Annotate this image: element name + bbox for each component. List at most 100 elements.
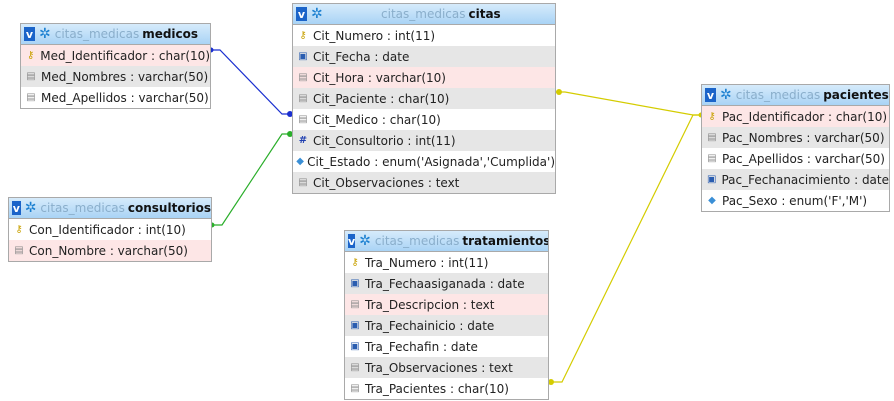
enum-field-icon: ◆ (708, 194, 716, 206)
table-row[interactable]: # Cit_Consultorio : int(11) (293, 130, 555, 151)
field-label: Cit_Medico : char(10) (313, 112, 441, 127)
database-name: citas_medicas (381, 7, 466, 21)
table-row[interactable]: ▤Tra_Observaciones : text (345, 357, 548, 378)
table-name[interactable]: consultorios (127, 201, 211, 215)
database-name: citas_medicas (54, 27, 140, 41)
gear-icon[interactable]: ✲ (720, 87, 732, 103)
table-header[interactable]: v ✲ citas_medicas tratamientos (345, 231, 548, 252)
field-label: Cit_Estado : enum('Asignada','Cumplida') (307, 154, 555, 169)
table-row[interactable]: ▣Tra_Fechainicio : date (345, 315, 548, 336)
field-label: Cit_Fecha : date (313, 49, 410, 64)
key-icon: ⚷ (15, 223, 23, 235)
field-label: Cit_Consultorio : int(11) (313, 133, 456, 148)
table-row[interactable]: ⚷ Pac_Identificador : char(10) (702, 106, 889, 127)
gear-icon[interactable]: ✲ (24, 200, 37, 216)
table-row[interactable]: ▤Cit_Hora : varchar(10) (293, 67, 555, 88)
table-row[interactable]: ⚷ Cit_Numero : int(11) (293, 25, 555, 46)
table-name[interactable]: medicos (142, 27, 199, 41)
field-label: Tra_Fechafin : date (365, 339, 478, 354)
gear-icon[interactable]: ✲ (359, 233, 371, 249)
table-row[interactable]: ▤Cit_Medico : char(10) (293, 109, 555, 130)
field-label: Tra_Pacientes : char(10) (365, 381, 509, 396)
relation-line-medicos-citas (211, 49, 293, 115)
collapse-toggle-icon[interactable]: v (348, 234, 356, 248)
table-row[interactable]: ▤ Tra_Descripcion : text (345, 294, 548, 315)
gear-icon[interactable]: ✲ (311, 6, 323, 22)
text-field-icon: ▤ (350, 298, 360, 310)
collapse-toggle-icon[interactable]: v (24, 27, 35, 41)
table-row[interactable]: ▤ Cit_Paciente : char(10) (293, 88, 555, 109)
key-icon: ⚷ (351, 256, 359, 268)
table-citas[interactable]: v ✲ citas_medicas citas ⚷ Cit_Numero : in… (292, 3, 556, 194)
table-name[interactable]: citas (468, 7, 501, 21)
field-label: Pac_Sexo : enum('F','M') (722, 193, 868, 208)
number-field-icon: # (298, 134, 308, 146)
table-consultorios[interactable]: v ✲ citas_medicas consultorios ⚷ Con_Iden… (8, 197, 212, 262)
text-field-icon: ▤ (707, 152, 717, 164)
table-row[interactable]: ▤ Pac_Apellidos : varchar(50) (702, 148, 889, 169)
table-row[interactable]: ▤Med_Nombres : varchar(50) (21, 66, 210, 87)
table-tratamientos[interactable]: v ✲ citas_medicas tratamientos ⚷Tra_Nume… (344, 230, 549, 400)
collapse-toggle-icon[interactable]: v (12, 201, 21, 215)
table-row[interactable]: ▣ Tra_Fechaasiganada : date (345, 273, 548, 294)
table-header[interactable]: v ✲ citas_medicas pacientes (702, 85, 889, 106)
database-name: citas_medicas (40, 201, 125, 215)
table-header[interactable]: v ✲ citas_medicas medicos (21, 24, 210, 45)
table-row[interactable]: ◆Cit_Estado : enum('Asignada','Cumplida'… (293, 151, 555, 172)
text-field-icon: ▤ (350, 361, 360, 373)
relation-line-consultorios-citas (212, 133, 293, 226)
collapse-toggle-icon[interactable]: v (705, 88, 716, 102)
date-field-icon: ▣ (350, 340, 360, 352)
field-label: Med_Nombres : varchar(50) (41, 69, 209, 84)
table-row[interactable]: ▤ Tra_Pacientes : char(10) (345, 378, 548, 399)
field-label: Cit_Paciente : char(10) (313, 91, 450, 106)
table-row[interactable]: ▤Pac_Nombres : varchar(50) (702, 127, 889, 148)
field-label: Con_Identificador : int(10) (29, 222, 186, 237)
key-icon: ⚷ (299, 29, 307, 41)
table-header[interactable]: v ✲ citas_medicas consultorios (9, 198, 211, 219)
field-label: Pac_Apellidos : varchar(50) (722, 151, 885, 166)
table-row[interactable]: ▣ Tra_Fechafin : date (345, 336, 548, 357)
field-label: Pac_Identificador : char(10) (722, 109, 888, 124)
text-field-icon: ▤ (707, 131, 717, 143)
field-label: Tra_Fechaasiganada : date (365, 276, 525, 291)
relation-endpoint (556, 89, 562, 95)
table-pacientes[interactable]: v ✲ citas_medicas pacientes ⚷ Pac_Identif… (701, 84, 890, 212)
table-row[interactable]: ⚷ Con_Identificador : int(10) (9, 219, 211, 240)
table-row[interactable]: ▣ Pac_Fechanacimiento : date (702, 169, 889, 190)
table-row[interactable]: ⚷ Med_Identificador : char(10) (21, 45, 210, 66)
relation-endpoint (287, 111, 293, 117)
text-field-icon: ▤ (350, 382, 360, 394)
relation-line-citas-pacientes (556, 91, 701, 116)
field-label: Cit_Numero : int(11) (313, 28, 436, 43)
field-label: Cit_Hora : varchar(10) (313, 70, 446, 85)
table-row[interactable]: ▣ Cit_Fecha : date (293, 46, 555, 67)
key-icon: ⚷ (708, 110, 716, 122)
table-name[interactable]: pacientes (823, 88, 889, 102)
table-row[interactable]: ◆ Pac_Sexo : enum('F','M') (702, 190, 889, 211)
relation-endpoint (287, 131, 293, 137)
gear-icon[interactable]: ✲ (39, 26, 51, 42)
collapse-toggle-icon[interactable]: v (296, 7, 307, 21)
field-label: Med_Identificador : char(10) (40, 48, 210, 63)
table-name[interactable]: tratamientos (462, 234, 548, 248)
enum-field-icon: ◆ (296, 155, 304, 167)
field-label: Tra_Descripcion : text (365, 297, 495, 312)
date-field-icon: ▣ (298, 50, 308, 62)
table-row[interactable]: ▤Med_Apellidos : varchar(50) (21, 87, 210, 108)
table-row[interactable]: ▤Cit_Observaciones : text (293, 172, 555, 193)
table-row[interactable]: ▤Con_Nombre : varchar(50) (9, 240, 211, 261)
text-field-icon: ▤ (298, 92, 308, 104)
text-field-icon: ▤ (298, 176, 308, 188)
table-header[interactable]: v ✲ citas_medicas citas (293, 4, 555, 25)
field-label: Pac_Fechanacimiento : date (721, 172, 889, 187)
date-field-icon: ▣ (350, 277, 360, 289)
text-field-icon: ▤ (26, 91, 36, 103)
date-field-icon: ▣ (707, 173, 717, 185)
table-row[interactable]: ⚷Tra_Numero : int(11) (345, 252, 548, 273)
field-label: Tra_Fechainicio : date (365, 318, 495, 333)
relation-line-tratamientos-pacientes (548, 114, 701, 383)
table-medicos[interactable]: v ✲ citas_medicas medicos ⚷ Med_Identific… (20, 23, 211, 109)
field-label: Con_Nombre : varchar(50) (29, 243, 188, 258)
key-icon: ⚷ (26, 49, 35, 61)
